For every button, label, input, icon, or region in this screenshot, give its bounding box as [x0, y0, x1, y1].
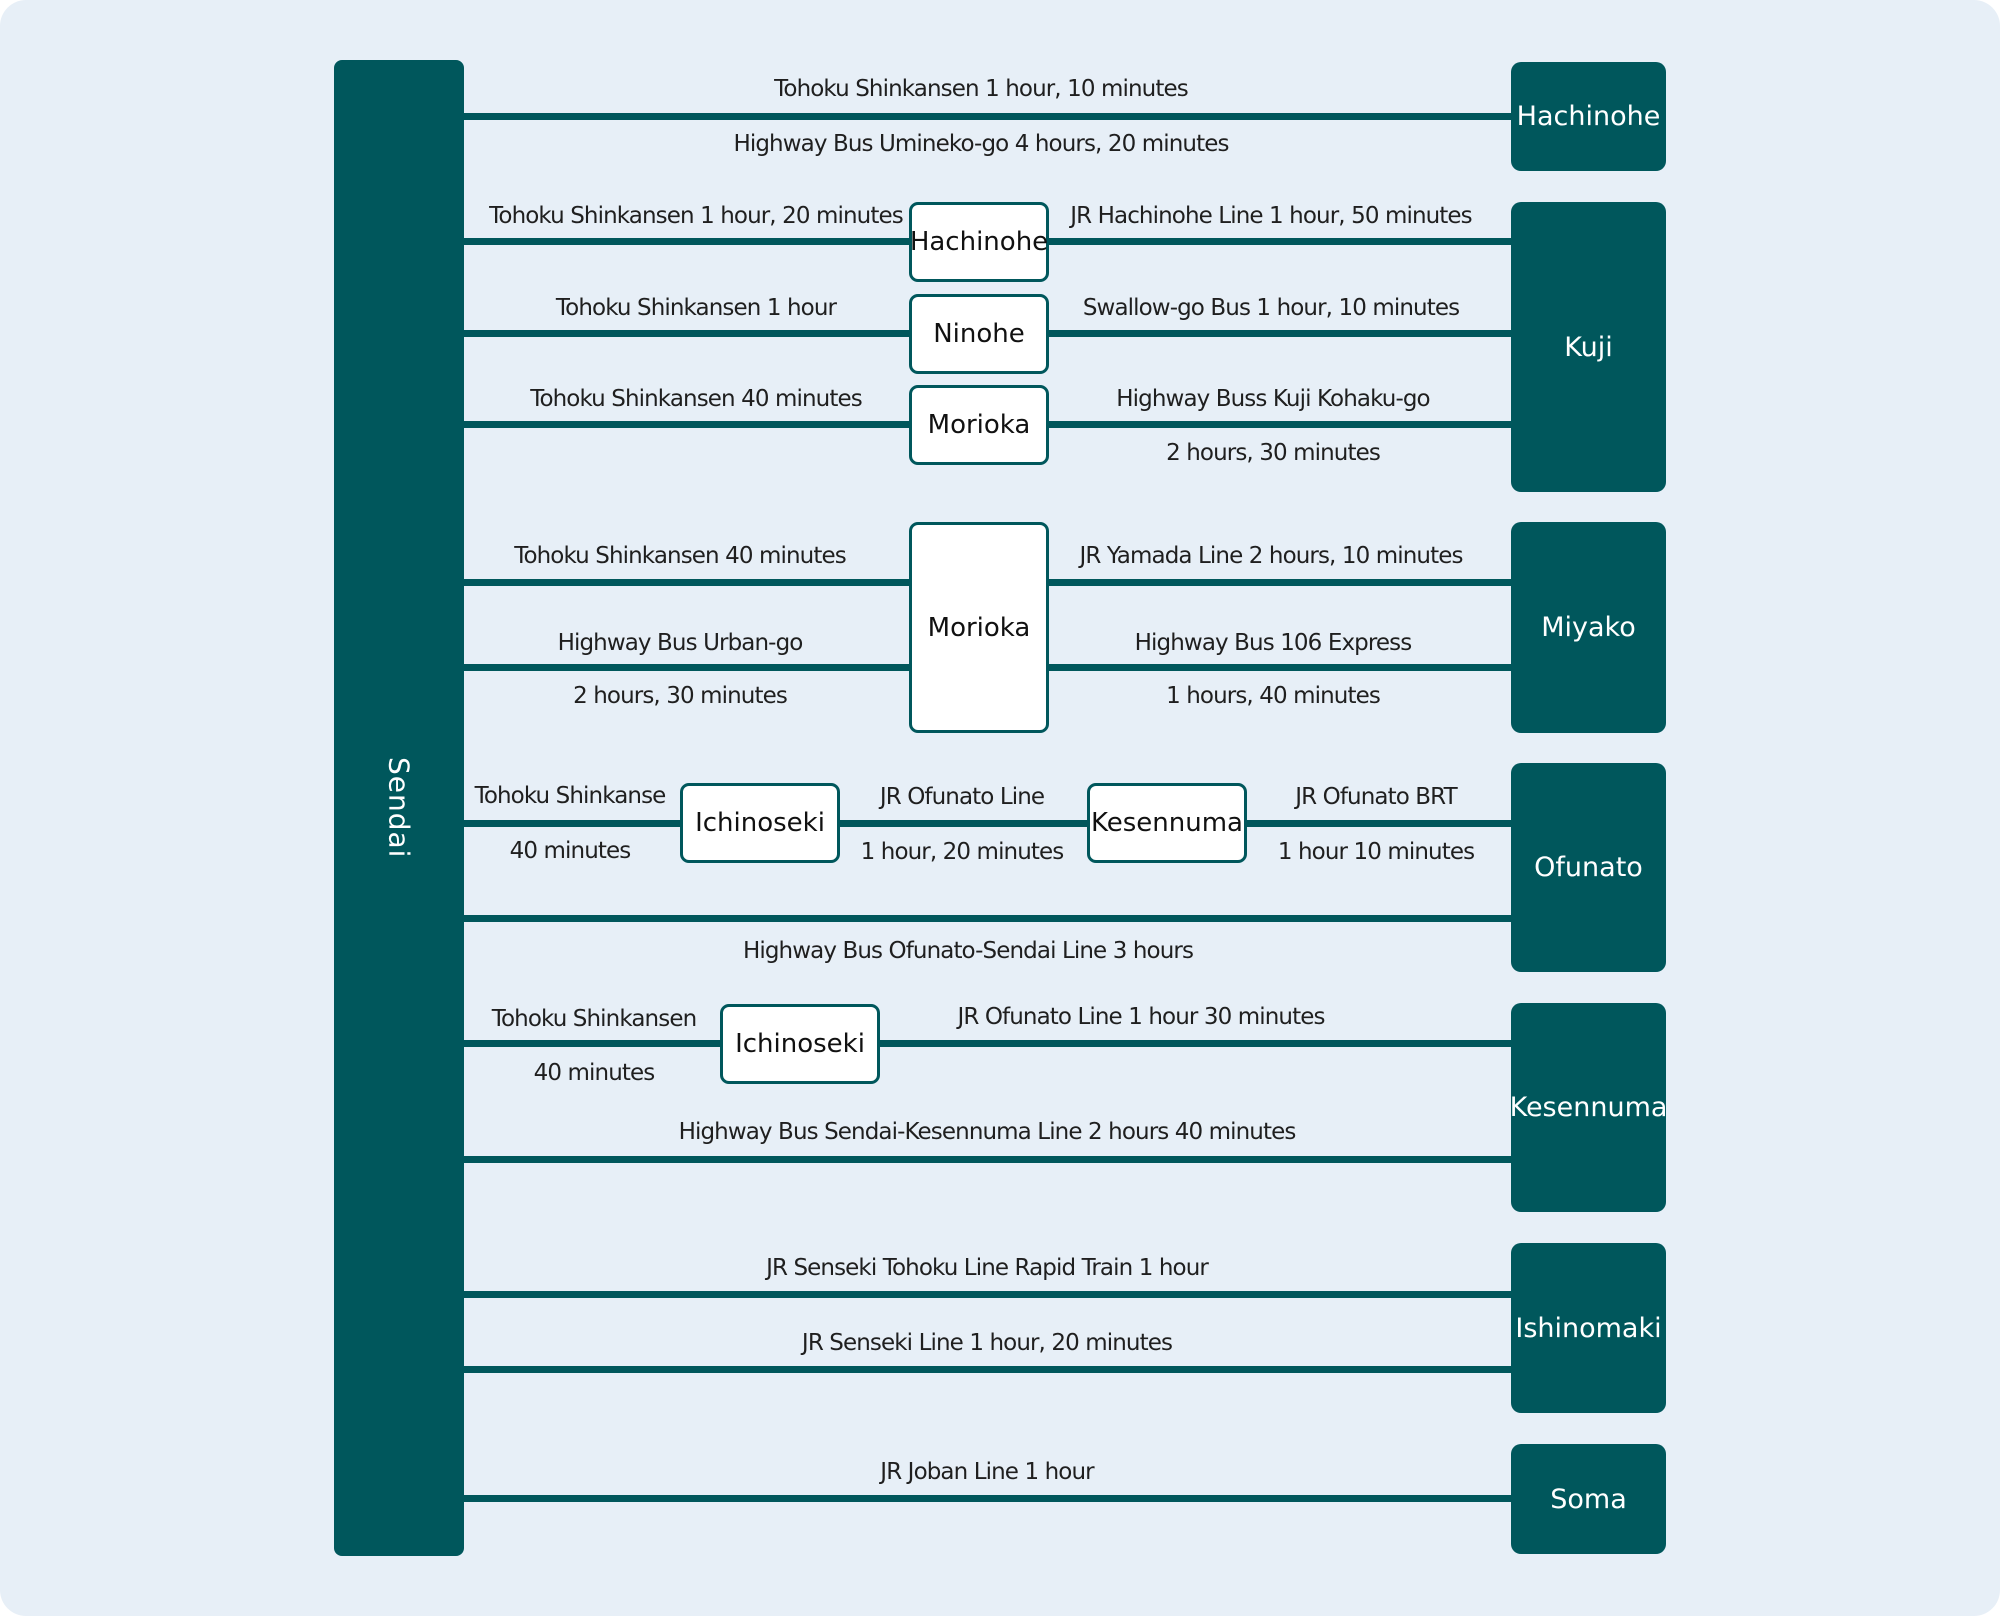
route-label: Highway Bus 106 Express: [1134, 630, 1413, 656]
route-label: Tohoku Shinkansen 1 hour, 10 minutes: [774, 76, 1189, 102]
route-label: Highway Bus Ofunato-Sendai Line 3 hours: [742, 938, 1194, 964]
route-label: JR Ofunato BRT: [1295, 784, 1457, 810]
route-line-kesennuma-bus: [464, 1156, 1512, 1163]
route-label: 2 hours, 30 minutes: [1166, 440, 1381, 466]
destination-soma: Soma: [1511, 1444, 1666, 1554]
route-line-hachinohe: [464, 113, 1512, 120]
transfer-label: Morioka: [927, 612, 1031, 643]
route-label: Tohoku Shinkansen 1 hour, 20 minutes: [489, 203, 904, 229]
transfer-morioka-kuji: Morioka: [909, 385, 1049, 465]
transfer-label: Ninohe: [933, 319, 1025, 349]
destination-label: Hachinohe: [1516, 101, 1661, 132]
route-line-ofunato-bus: [464, 915, 1512, 922]
destination-label: Ishinomaki: [1515, 1312, 1662, 1344]
destination-label: Kuji: [1564, 331, 1613, 363]
transfer-label: Morioka: [927, 410, 1031, 440]
route-label: 1 hours, 40 minutes: [1166, 683, 1381, 709]
route-label: Tohoku Shinkansen 40 minutes: [514, 543, 846, 569]
destination-hachinohe: Hachinohe: [1511, 62, 1666, 171]
route-label: JR Senseki Tohoku Line Rapid Train 1 hou…: [766, 1255, 1209, 1281]
route-label: 40 minutes: [533, 1060, 656, 1086]
route-label: Tohoku Shinkansen: [491, 1006, 697, 1032]
route-line-ishinomaki-local: [464, 1366, 1512, 1373]
route-label: 1 hour 10 minutes: [1277, 839, 1475, 865]
route-label: JR Yamada Line 2 hours, 10 minutes: [1079, 543, 1463, 569]
transfer-label: Ichinoseki: [695, 808, 825, 838]
route-label: Highway Bus Sendai-Kesennuma Line 2 hour…: [678, 1119, 1297, 1145]
transfer-label: Hachinohe: [909, 227, 1049, 257]
transfer-ninohe: Ninohe: [909, 294, 1049, 374]
destination-label: Soma: [1550, 1483, 1627, 1515]
destination-kuji: Kuji: [1511, 202, 1666, 492]
destination-label: Kesennuma: [1509, 1092, 1668, 1123]
route-line-ofunato-rail: [464, 820, 1512, 827]
destination-ofunato: Ofunato: [1511, 763, 1666, 972]
route-line-ishinomaki-rapid: [464, 1291, 1512, 1298]
transfer-ichinoseki-ofunato: Ichinoseki: [680, 783, 840, 863]
route-label: Highway Bus Urban-go: [557, 630, 804, 656]
route-label: Tohoku Shinkanse: [474, 783, 667, 809]
transfer-kesennuma-ofunato: Kesennuma: [1087, 783, 1247, 863]
destination-kesennuma: Kesennuma: [1509, 1003, 1668, 1212]
transfer-morioka-miyako: Morioka: [909, 522, 1049, 733]
transfer-label: Ichinoseki: [735, 1029, 865, 1059]
route-label: JR Joban Line 1 hour: [880, 1459, 1094, 1485]
route-label: JR Hachinohe Line 1 hour, 50 minutes: [1070, 203, 1472, 229]
transfer-label: Kesennuma: [1091, 808, 1243, 838]
route-label: 2 hours, 30 minutes: [573, 683, 788, 709]
route-label: 40 minutes: [509, 838, 632, 864]
route-label: 1 hour, 20 minutes: [860, 839, 1065, 865]
transfer-hachinohe: Hachinohe: [909, 202, 1049, 282]
route-line-kesennuma-rail: [464, 1040, 1512, 1047]
origin-sendai: Sendai: [334, 60, 464, 1556]
route-label: Swallow-go Bus 1 hour, 10 minutes: [1082, 295, 1460, 321]
destination-label: Miyako: [1541, 612, 1636, 643]
destination-label: Ofunato: [1534, 852, 1643, 883]
route-label: Highway Bus Umineko-go 4 hours, 20 minut…: [733, 131, 1229, 157]
transfer-ichinoseki-kesennuma: Ichinoseki: [720, 1004, 880, 1084]
route-line-soma: [464, 1495, 1512, 1502]
origin-label: Sendai: [382, 757, 416, 859]
destination-ishinomaki: Ishinomaki: [1511, 1243, 1666, 1413]
destination-miyako: Miyako: [1511, 522, 1666, 733]
route-label: JR Senseki Line 1 hour, 20 minutes: [801, 1330, 1173, 1356]
route-label: JR Ofunato Line 1 hour 30 minutes: [957, 1004, 1325, 1030]
route-label: JR Ofunato Line: [879, 784, 1045, 810]
route-label: Tohoku Shinkansen 40 minutes: [530, 386, 862, 412]
route-label: Tohoku Shinkansen 1 hour: [555, 295, 837, 321]
route-label: Highway Buss Kuji Kohaku-go: [1116, 386, 1430, 412]
